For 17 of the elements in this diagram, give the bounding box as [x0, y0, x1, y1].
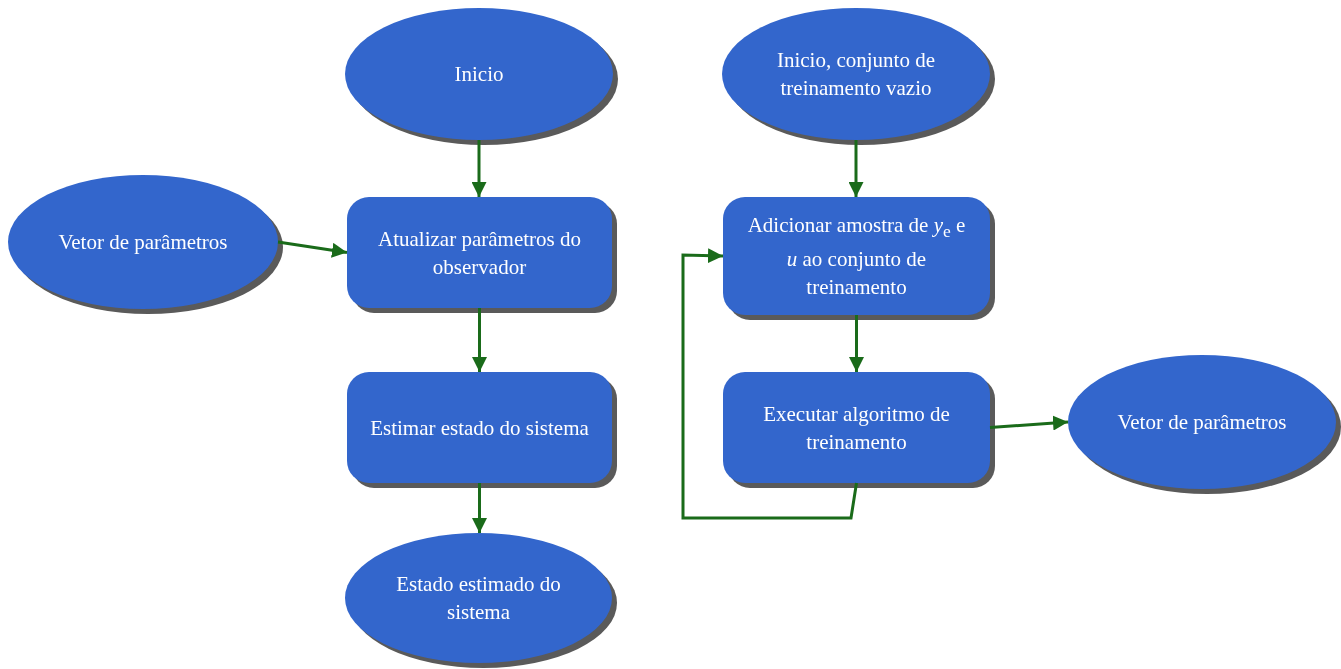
arrow [681, 248, 858, 520]
node-text: Inicio [454, 61, 504, 88]
node-text: Adicionar amostra de y$_{e}$ e u ao conjunto de treinamento [746, 211, 967, 302]
node-text: Inicio, conjunto de treinamento vazio [775, 47, 936, 102]
arrow [848, 140, 864, 197]
arrow [277, 240, 348, 258]
node-text: Executar algoritmo de treinamento [762, 400, 951, 456]
node-text: Atualizar parâmetros do observador [377, 225, 582, 281]
node-text: Estado estimado do sistema [395, 571, 562, 626]
arrow [472, 308, 487, 372]
arrow [471, 140, 487, 197]
arrow [989, 415, 1069, 431]
node-text: Estimar estado do sistema [370, 414, 589, 442]
arrow [472, 483, 487, 533]
node-text: Vetor de parâmetros [58, 229, 228, 256]
arrow [849, 315, 864, 372]
node-text: Vetor de parâmetros [1117, 409, 1287, 436]
